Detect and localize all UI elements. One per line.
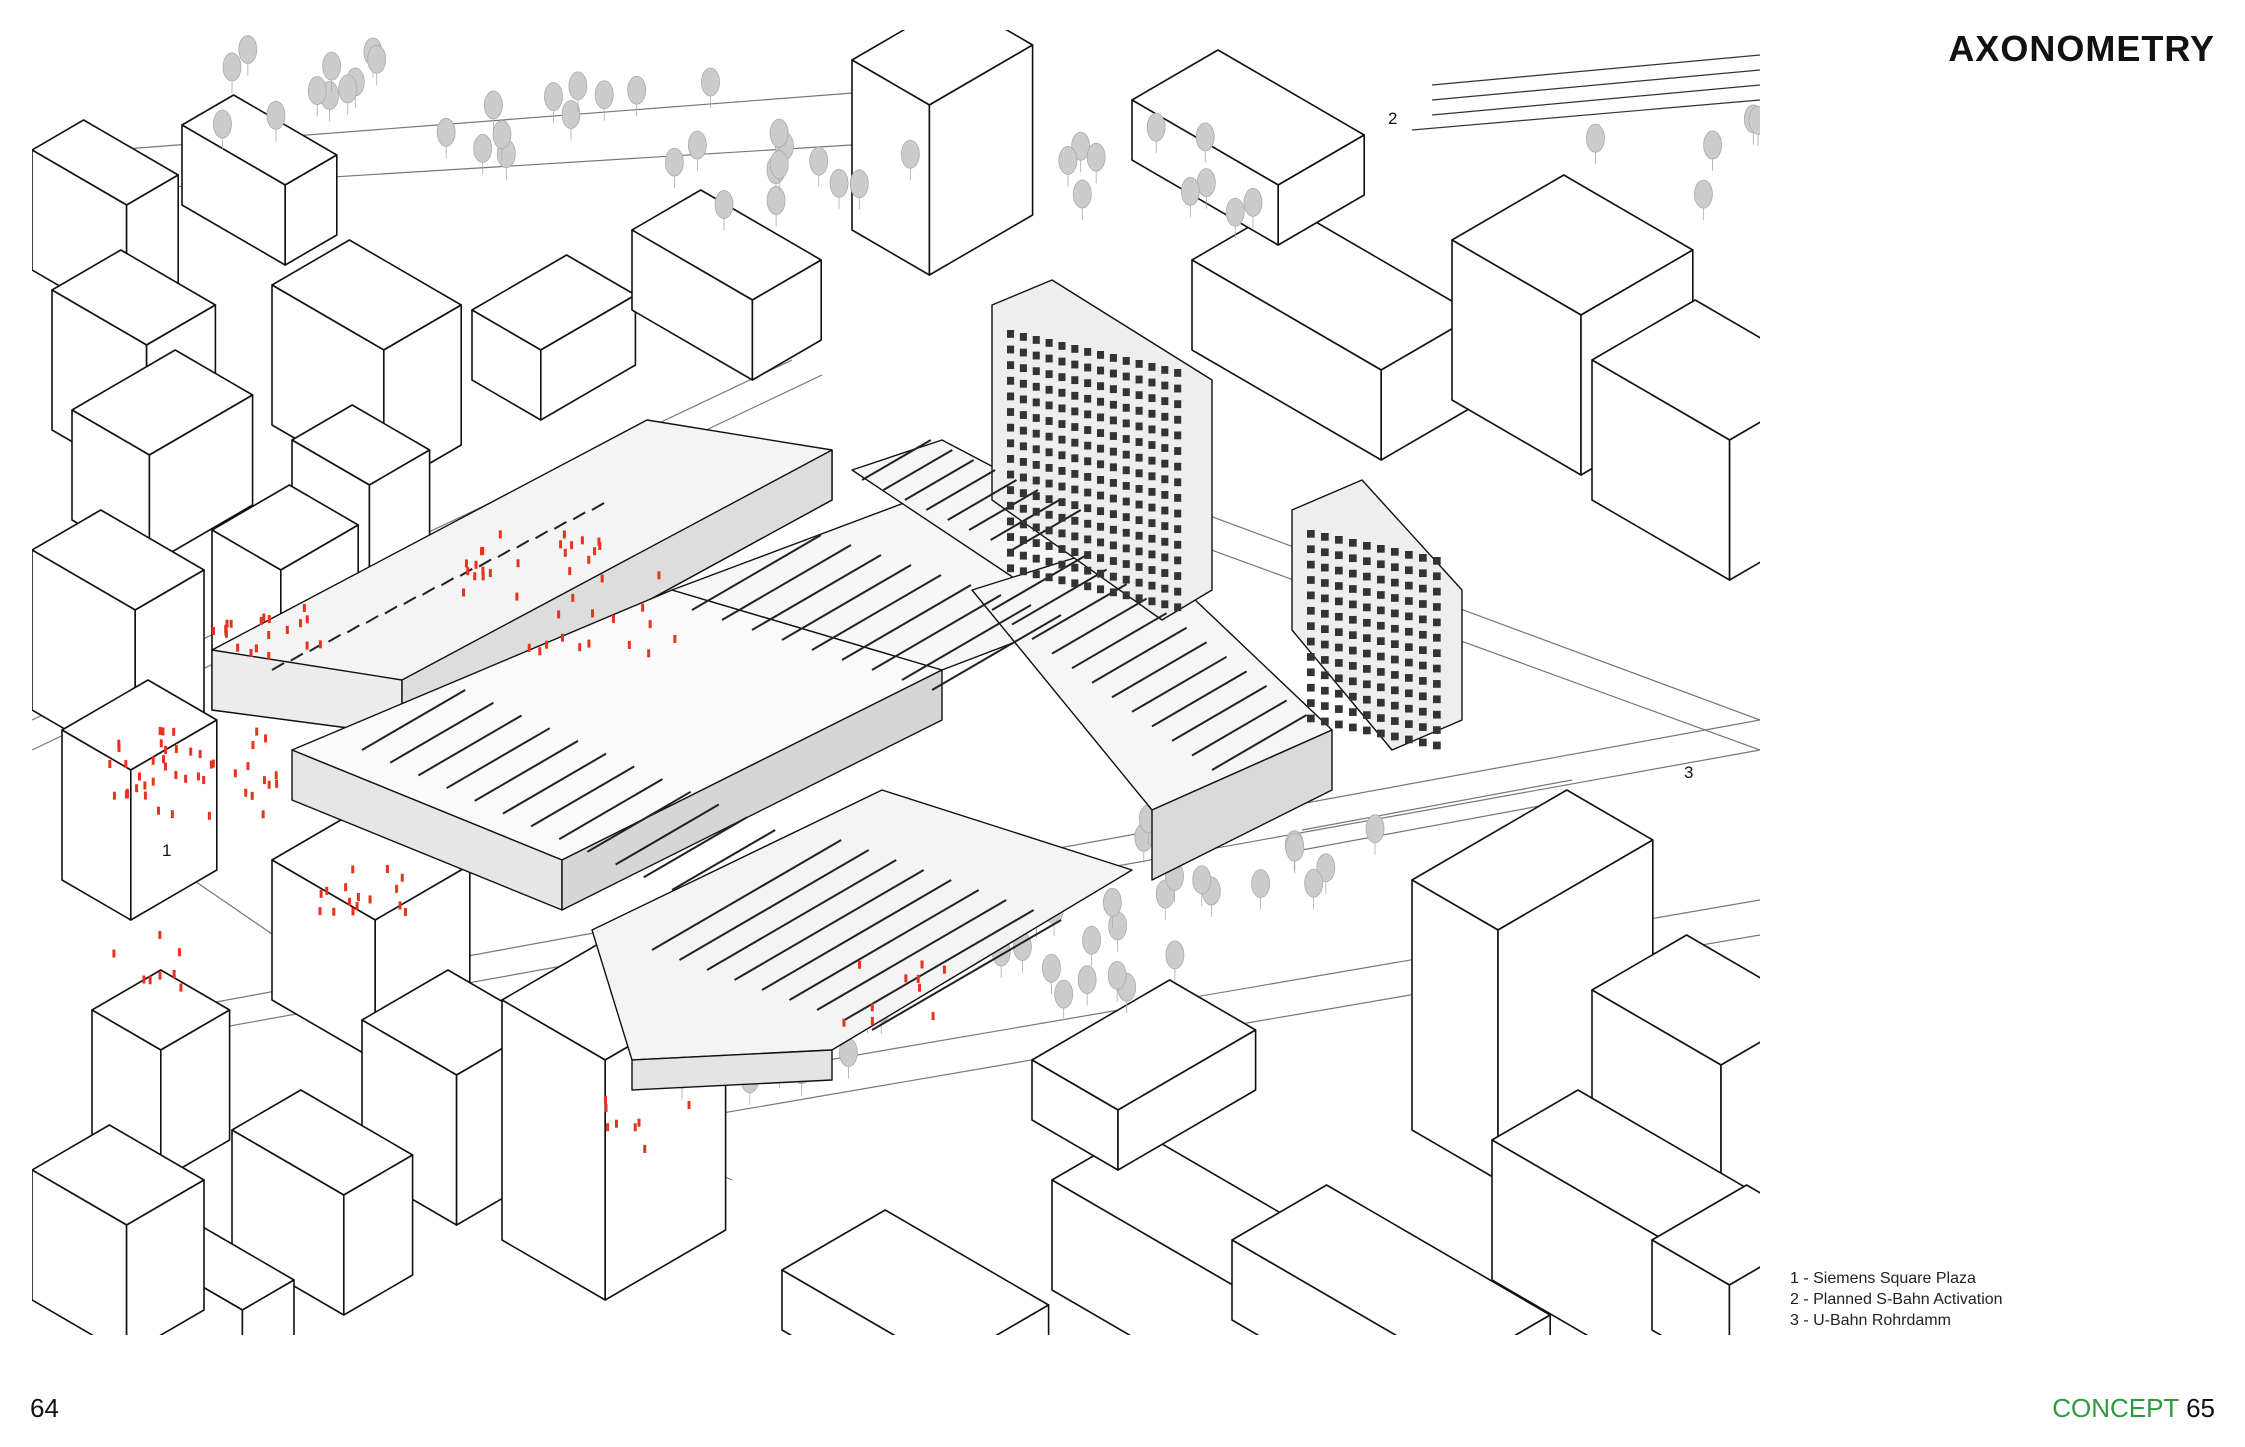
legend: 1 - Siemens Square Plaza 2 - Planned S-B…: [1790, 1268, 2003, 1331]
tower-facade-1: [1007, 330, 1182, 612]
people-group-2: [212, 604, 322, 660]
map-markers: 1 2 3: [162, 109, 1693, 860]
rooflights-hall-b: [691, 534, 1062, 691]
people-group-3: [318, 865, 407, 916]
context-building-22: [1231, 1184, 1551, 1335]
section-name: CONCEPT: [2052, 1393, 2179, 1423]
tree-cluster-1: [473, 67, 720, 180]
tree-cluster-2: [664, 118, 920, 231]
context-building-28: [32, 1124, 205, 1335]
legend-item-3: 3 - U-Bahn Rohrdamm: [1790, 1312, 1951, 1329]
context-building-5: [631, 189, 823, 381]
context-building-19: [231, 1089, 414, 1316]
people-group-1: [462, 530, 677, 658]
context-building-6: [851, 30, 1034, 276]
marker-3: 3: [1684, 763, 1693, 782]
rooflights-hall-c: [651, 839, 1062, 1031]
marker-1: 1: [162, 841, 171, 860]
marker-2: 2: [1388, 109, 1397, 128]
rooflight-pattern: [271, 439, 1308, 1031]
tree-cluster-0: [213, 35, 456, 159]
people-group-4: [842, 960, 946, 1027]
tower-facade-2: [1307, 530, 1441, 750]
context-building-9: [1591, 299, 1760, 581]
siemens-complex: [211, 279, 1463, 1091]
context-building-14: [61, 679, 218, 921]
tree-cluster-3: [1058, 112, 1263, 239]
tree-cluster-8: [1586, 104, 1760, 221]
context-buildings: [32, 30, 1760, 1335]
page-title: AXONOMETRY: [1948, 28, 2215, 69]
people-markers: [108, 530, 946, 1153]
page-number-left: 64: [30, 1393, 59, 1423]
facade-pattern: [1007, 330, 1441, 750]
context-building-4: [471, 254, 637, 421]
context-building-30: [1031, 979, 1257, 1171]
page-number-right: 65: [2186, 1393, 2215, 1423]
tree-cluster-7: [1027, 897, 1185, 1021]
legend-item-2: 2 - Planned S-Bahn Activation: [1790, 1291, 2003, 1308]
people-group-0: [108, 726, 279, 820]
rooflights-hall-e: [861, 439, 1082, 551]
axonometric-drawing: 1 2 3: [32, 30, 1760, 1335]
context-building-16: [91, 969, 231, 1181]
legend-item-1: 1 - Siemens Square Plaza: [1790, 1270, 1976, 1287]
context-building-26: [1651, 1184, 1760, 1335]
rooflights-hall-d: [991, 554, 1308, 771]
section-footer: CONCEPT 65: [2052, 1393, 2215, 1424]
context-building-27: [781, 1209, 1050, 1335]
people-group-5: [603, 1096, 691, 1153]
people-group-6: [112, 930, 183, 992]
rooflights-hall-a: [361, 689, 776, 891]
s-bahn-viaduct: [1411, 54, 1760, 131]
